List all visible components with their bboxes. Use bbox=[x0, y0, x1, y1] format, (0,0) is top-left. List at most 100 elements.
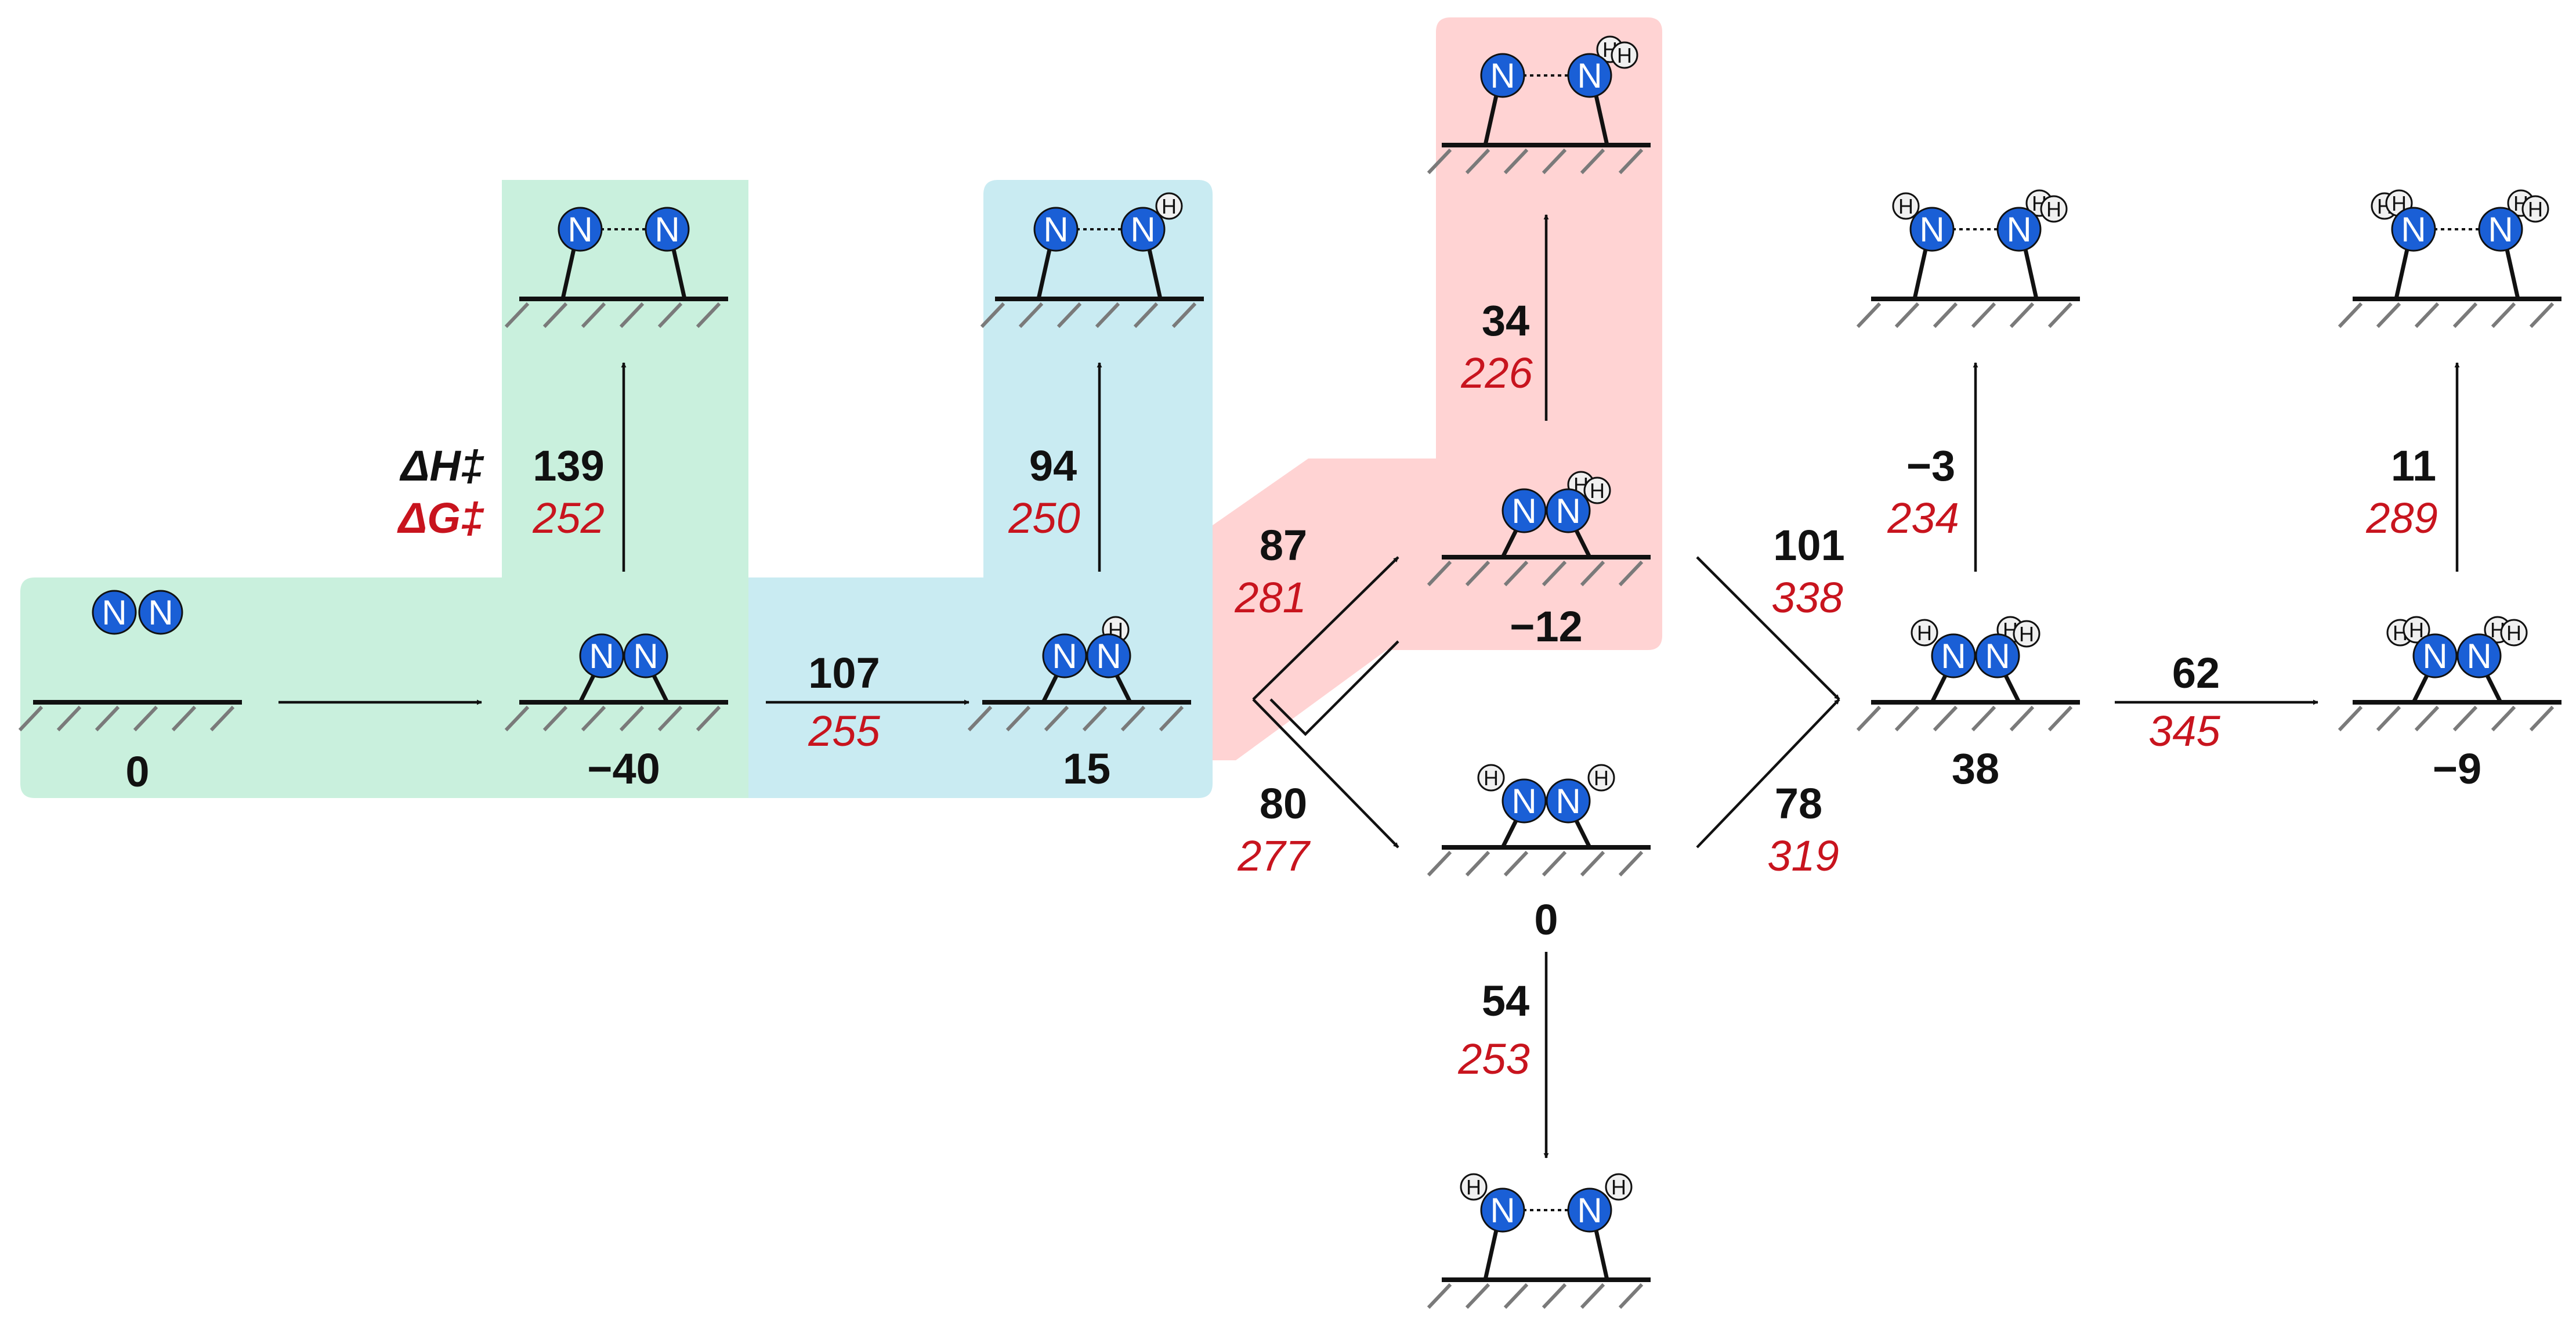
t6-dg: 226 bbox=[1460, 349, 1533, 397]
surface-bond bbox=[1500, 817, 1519, 849]
surface-bond bbox=[2394, 246, 2410, 299]
nitrogen-symbol: N bbox=[2466, 637, 2491, 676]
surface-bond bbox=[1930, 672, 1949, 703]
nitrogen-atom bbox=[2412, 633, 2458, 678]
surface-hatch bbox=[1120, 705, 1146, 732]
surface-hatch bbox=[1971, 705, 1996, 732]
nitrogen-symbol: N bbox=[2401, 210, 2426, 249]
surface-hatch bbox=[1580, 1283, 1605, 1309]
surface-hatch bbox=[657, 705, 683, 732]
nitrogen-atom bbox=[92, 590, 137, 635]
t3-dg: 250 bbox=[1008, 494, 1080, 542]
surface-bond bbox=[1113, 672, 1133, 703]
surface-bond bbox=[1483, 1227, 1499, 1280]
t2-dg: 255 bbox=[808, 707, 880, 755]
surface-hatch bbox=[95, 705, 120, 732]
surface-bond bbox=[671, 246, 687, 299]
surface-hatch bbox=[1427, 850, 1452, 877]
surface-hatch bbox=[1542, 1283, 1567, 1309]
nitrogen-symbol: N bbox=[102, 593, 126, 632]
hydrogen-symbol: H bbox=[2409, 618, 2424, 642]
arrow-t4 bbox=[1252, 556, 1399, 701]
nitrogen-atom bbox=[1502, 778, 1547, 824]
hydrogen-atom bbox=[1587, 764, 1615, 792]
nitrogen-atom bbox=[1567, 1187, 1612, 1233]
t11-dh: 62 bbox=[2172, 649, 2220, 697]
surface-hatch bbox=[696, 705, 721, 732]
surface-hatch bbox=[1427, 1283, 1452, 1309]
surface-hatch bbox=[1465, 850, 1490, 877]
hydrogen-symbol: H bbox=[1594, 766, 1609, 790]
surface-hatch bbox=[1503, 148, 1529, 175]
surface-bond bbox=[578, 672, 597, 703]
hydrogen-symbol: H bbox=[2019, 622, 2034, 646]
t7-dh: 101 bbox=[1773, 521, 1844, 569]
surface-hatch bbox=[1503, 1283, 1529, 1309]
nitrogen-symbol: N bbox=[1919, 210, 1944, 249]
surface-hatch bbox=[1971, 302, 1996, 329]
nitrogen-symbol: N bbox=[1555, 492, 1580, 530]
green-pathway-region bbox=[20, 180, 748, 798]
energy-s2: 15 bbox=[1063, 745, 1110, 793]
hydrogen-symbol: H bbox=[1484, 766, 1499, 790]
nitrogen-atom bbox=[1086, 633, 1131, 678]
surface-hatch bbox=[1580, 560, 1605, 587]
surface-hatch bbox=[2491, 705, 2516, 732]
surface-hatch bbox=[209, 705, 235, 732]
surface-hatch bbox=[1427, 560, 1452, 587]
surface-hatch bbox=[2452, 705, 2478, 732]
t12-dh: 11 bbox=[2391, 442, 2436, 490]
surface-hatch bbox=[1095, 302, 1120, 329]
hydrogen-atom bbox=[2521, 195, 2549, 223]
nitrogen-symbol: N bbox=[1490, 1191, 1515, 1230]
surface-bond bbox=[1593, 1227, 1609, 1280]
surface-hatch bbox=[2414, 302, 2440, 329]
surface-bond bbox=[2002, 672, 2021, 703]
energy-s1: −40 bbox=[587, 745, 660, 793]
t11-dg: 345 bbox=[2148, 707, 2220, 755]
hydrogen-symbol: H bbox=[1611, 1175, 1626, 1199]
surface-hatch bbox=[133, 705, 158, 732]
hydrogen-symbol: H bbox=[1162, 194, 1177, 218]
surface-hatch bbox=[696, 302, 721, 329]
surface-hatch bbox=[2529, 705, 2555, 732]
t5-dg: 277 bbox=[1237, 832, 1311, 880]
surface-hatch bbox=[1933, 705, 1958, 732]
surface-bond bbox=[1573, 527, 1592, 558]
energy-s4: 0 bbox=[1534, 896, 1558, 944]
energy-s0: 0 bbox=[125, 748, 149, 796]
nitrogen-symbol: N bbox=[1490, 56, 1515, 95]
surface-hatch bbox=[2047, 302, 2073, 329]
t6-dh: 34 bbox=[1482, 297, 1529, 345]
hydrogen-atom bbox=[2013, 620, 2040, 648]
surface-hatch bbox=[2414, 705, 2440, 732]
hydrogen-atom bbox=[1460, 1173, 1488, 1201]
t1-dh: 139 bbox=[533, 442, 604, 490]
surface-hatch bbox=[1542, 560, 1567, 587]
energy-s5: 38 bbox=[1952, 745, 1999, 793]
surface-bond bbox=[1593, 92, 1609, 146]
surface-hatch bbox=[1503, 850, 1529, 877]
nitrogen-atom bbox=[2478, 207, 2523, 252]
surface-hatch bbox=[619, 302, 645, 329]
surface-hatch bbox=[1618, 850, 1644, 877]
nitrogen-atom bbox=[138, 590, 183, 635]
surface-hatch bbox=[1427, 148, 1452, 175]
surface-hatch bbox=[1542, 148, 1567, 175]
nitrogen-atom bbox=[1909, 207, 1955, 252]
surface-bond bbox=[1573, 817, 1592, 849]
surface-hatch bbox=[2009, 705, 2035, 732]
surface-hatch bbox=[504, 705, 530, 732]
t12-dg: 289 bbox=[2365, 494, 2437, 542]
nitrogen-atom bbox=[1975, 633, 2020, 678]
surface-hatch bbox=[2047, 705, 2073, 732]
surface-hatch bbox=[581, 302, 606, 329]
energy-s3: −12 bbox=[1510, 602, 1583, 651]
